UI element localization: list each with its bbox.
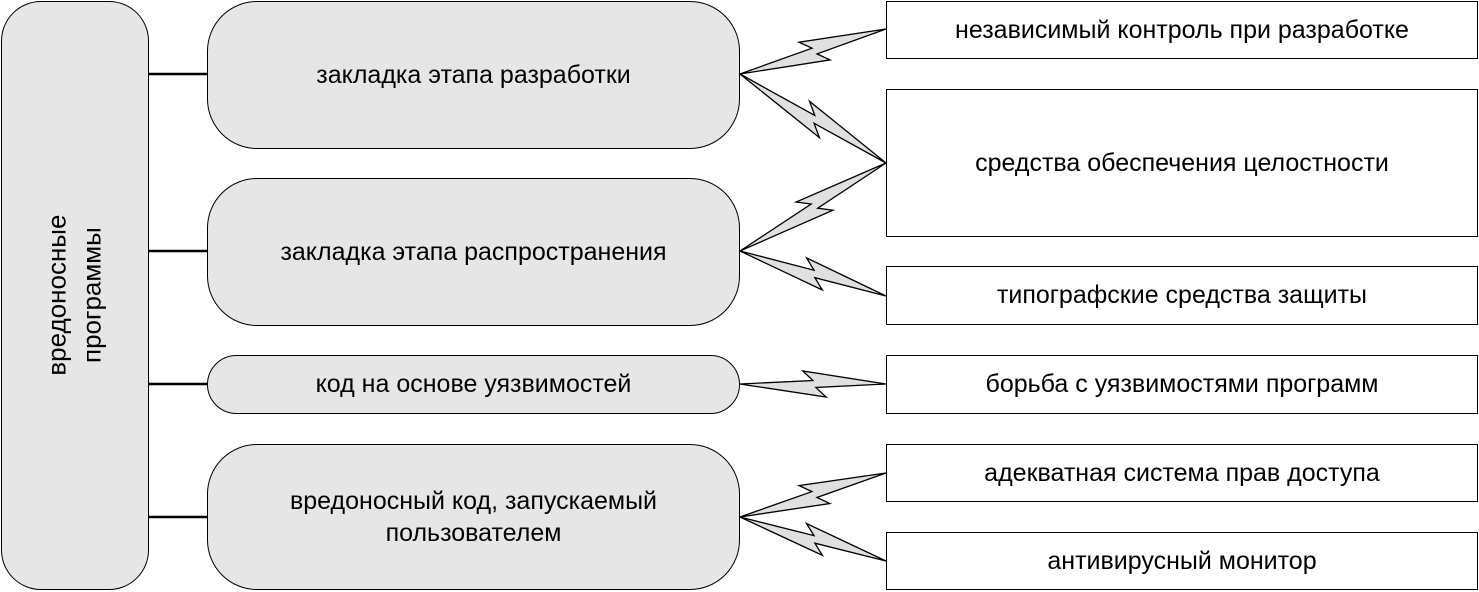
threat-vulnerability-code: код на основе уязвимостей — [207, 355, 740, 414]
lightning-bolts — [739, 28, 887, 562]
countermeasure-label: средства обеспечения целостности — [975, 148, 1389, 177]
countermeasure-label: борьба с уязвимостями программ — [985, 370, 1379, 399]
bolt-distribution-to-typographic — [739, 250, 887, 297]
countermeasure-typographic-protection: типографские средства защиты — [886, 266, 1478, 325]
bolt-user-to-antivirus — [739, 516, 887, 562]
bolt-user-to-access-rights — [739, 472, 887, 518]
threat-dev-stage-bookmark: закладка этапа разработки — [207, 1, 740, 149]
root-node-malware: вредоносные программы — [1, 1, 149, 590]
threat-label: код на основе уязвимостей — [315, 370, 632, 399]
countermeasure-label: независимый контроль при разработке — [955, 15, 1409, 44]
threat-label: закладка этапа разработки — [316, 60, 631, 89]
threat-label: вредоносный код, запускаемый пользовател… — [289, 486, 658, 548]
root-label: вредоносные программы — [40, 215, 110, 376]
bolt-vuln-to-vuln-fight — [739, 370, 887, 398]
bolt-dev-to-independent-control — [739, 28, 887, 75]
root-connectors — [149, 72, 207, 519]
threat-label: закладка этапа распространения — [280, 237, 667, 266]
threat-user-launched-code: вредоносный код, запускаемый пользовател… — [207, 444, 740, 590]
countermeasure-vulnerability-fight: борьба с уязвимостями программ — [886, 355, 1478, 414]
threat-distribution-stage-bookmark: закладка этапа распространения — [207, 178, 740, 326]
countermeasure-antivirus-monitor: антивирусный монитор — [886, 532, 1478, 590]
countermeasure-label: типографские средства защиты — [996, 281, 1368, 310]
countermeasure-independent-dev-control: независимый контроль при разработке — [886, 1, 1478, 59]
root-label-line1: вредоносные — [41, 214, 72, 377]
countermeasure-label: адекватная система прав доступа — [984, 458, 1380, 487]
countermeasure-access-rights: адекватная система прав доступа — [886, 444, 1478, 502]
countermeasure-integrity-tools: средства обеспечения целостности — [886, 89, 1478, 237]
bolt-dev-to-integrity — [739, 73, 887, 164]
bolt-distribution-to-integrity — [739, 162, 887, 252]
root-label-line2: программы — [77, 227, 107, 364]
countermeasure-label: антивирусный монитор — [1047, 546, 1317, 575]
